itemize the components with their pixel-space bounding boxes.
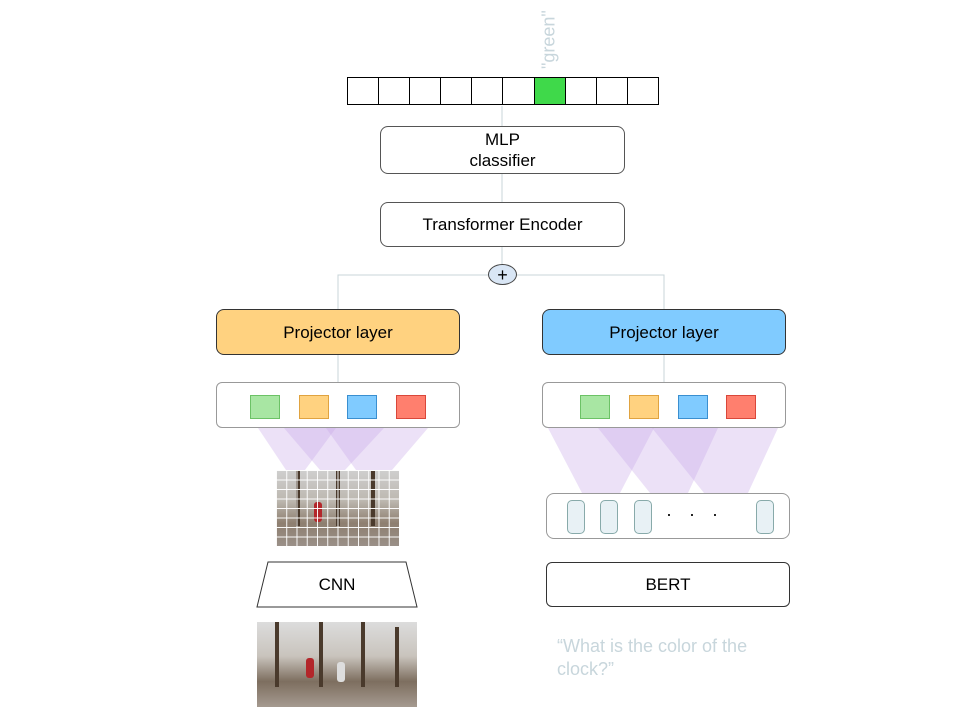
text-token xyxy=(629,395,659,419)
image-token xyxy=(299,395,329,419)
projector-right-label: Projector layer xyxy=(609,322,719,342)
cone-right-1 xyxy=(548,428,654,493)
line-left-projector-to-fusion xyxy=(337,274,488,309)
image-token xyxy=(250,395,280,419)
tree-shape xyxy=(319,622,323,687)
input-image xyxy=(257,622,417,707)
image-token-row xyxy=(216,382,460,428)
image-token xyxy=(396,395,426,419)
output-cell xyxy=(628,78,658,104)
bert-label: BERT xyxy=(645,575,691,594)
output-cell xyxy=(503,78,535,104)
text-token xyxy=(580,395,610,419)
output-cell xyxy=(597,78,628,104)
text-token xyxy=(678,395,708,419)
bert-box: BERT xyxy=(546,562,790,607)
cnn-trapezoid xyxy=(256,561,418,608)
fusion-symbol: + xyxy=(497,264,508,285)
output-cell xyxy=(566,78,597,104)
tree-shape xyxy=(395,627,399,687)
question-text: “What is the color of the clock?” xyxy=(557,636,748,679)
tree-shape xyxy=(275,622,279,687)
projector-layer-image: Projector layer xyxy=(216,309,460,355)
cone-left-2 xyxy=(284,428,384,470)
output-vector xyxy=(347,77,659,105)
text-embedding xyxy=(756,500,774,534)
output-cell xyxy=(472,78,504,104)
mlp-classifier-box: MLP classifier xyxy=(380,126,625,174)
bert-embedding-row: · · · xyxy=(546,493,790,539)
patch-grid-lines xyxy=(276,470,399,546)
mlp-label-line2: classifier xyxy=(469,151,536,170)
projector-left-label: Projector layer xyxy=(283,322,393,342)
image-token xyxy=(347,395,377,419)
text-token xyxy=(726,395,756,419)
tree-shape xyxy=(361,622,365,687)
output-cell xyxy=(379,78,411,104)
output-cell xyxy=(348,78,380,104)
image-patch-grid xyxy=(276,470,399,546)
cone-right-3 xyxy=(652,428,778,493)
text-token-row xyxy=(542,382,786,428)
projector-layer-text: Projector layer xyxy=(542,309,786,355)
cone-right-2 xyxy=(598,428,718,493)
person-shape xyxy=(337,662,345,682)
text-embedding xyxy=(600,500,618,534)
cone-left-3 xyxy=(326,428,428,470)
fusion-plus-icon: + xyxy=(488,264,517,285)
cone-left-1 xyxy=(258,428,336,470)
mlp-label-line1: MLP xyxy=(485,130,520,149)
transformer-encoder-box: Transformer Encoder xyxy=(380,202,625,247)
ellipsis: · · · xyxy=(666,504,724,524)
output-cell xyxy=(441,78,473,104)
person-shape xyxy=(306,658,314,678)
output-label: "green" xyxy=(538,10,559,70)
text-embedding xyxy=(634,500,652,534)
output-cell xyxy=(410,78,442,104)
output-cell-active xyxy=(534,78,566,104)
cnn-label: CNN xyxy=(318,574,356,594)
transformer-label: Transformer Encoder xyxy=(422,215,583,234)
line-right-projector-to-fusion xyxy=(517,274,665,309)
text-embedding xyxy=(567,500,585,534)
